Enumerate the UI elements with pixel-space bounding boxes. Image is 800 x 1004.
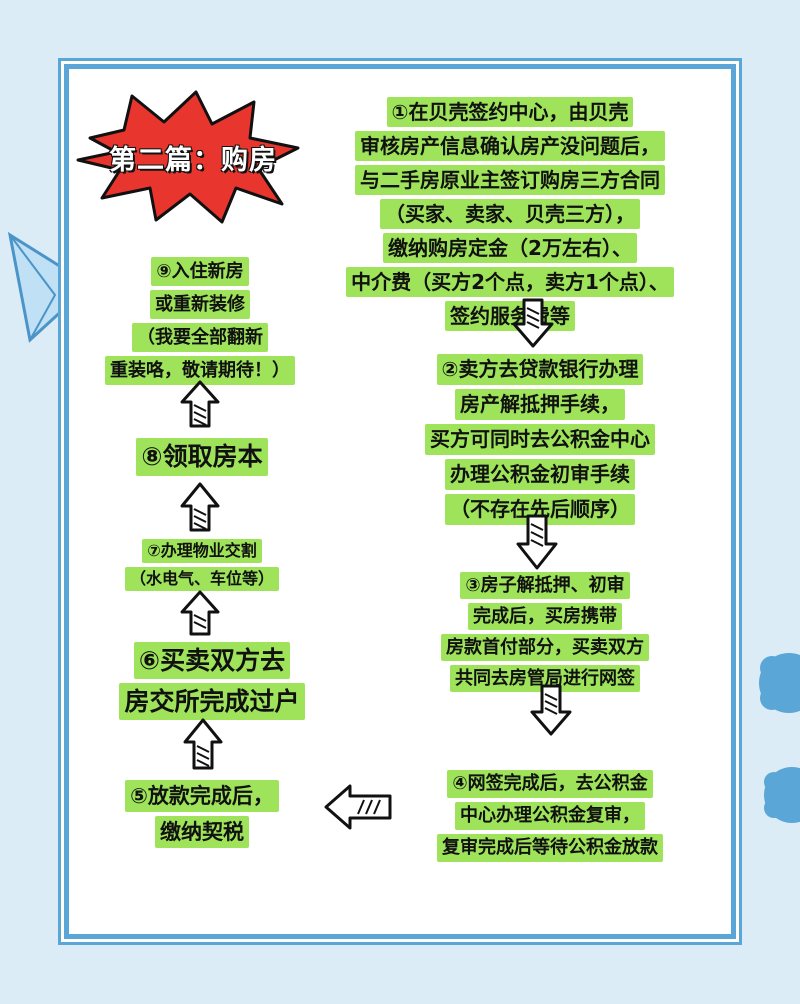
step-line: ⑥买卖双方去 (92, 640, 332, 681)
step-line: 缴纳购房定金（2万左右）、 (300, 231, 720, 265)
step-line: （我要全部翻新 (80, 321, 320, 354)
step-line-text: ①在贝壳签约中心，由贝壳 (386, 97, 634, 127)
step-line: 签约服务费等 (300, 299, 720, 333)
step-line: 房产解抵押手续， (370, 387, 710, 422)
step-line: ⑨入住新房 (80, 255, 320, 288)
step-line-text: 房交所完成过户 (119, 683, 305, 720)
hatched-arrow-up-icon (180, 590, 220, 636)
hatched-arrow-up-icon (180, 482, 220, 532)
step-line-text: ②卖方去贷款银行办理 (436, 354, 644, 385)
cloud-decoration-icon (759, 653, 800, 713)
step-line: 缴纳契税 (92, 814, 312, 850)
step-7-property-handover: ⑦办理物业交割 （水电气、车位等） (92, 537, 312, 593)
step-line-text: 重装咯，敬请期待！） (105, 356, 295, 385)
step-line-text: （水电气、车位等） (124, 567, 279, 591)
step-line-text: ⑦办理物业交割 (142, 539, 262, 563)
step-line: 中介费（买方2个点，卖方1个点）、 (300, 265, 720, 299)
step-line: 重装咯，敬请期待！） (80, 354, 320, 387)
step-line-text: 签约服务费等 (445, 301, 575, 331)
step-2-release-mortgage: ②卖方去贷款银行办理房产解抵押手续，买方可同时去公积金中心办理公积金初审手续（不… (370, 352, 710, 527)
step-line: ④网签完成后，去公积金 (385, 768, 715, 800)
step-line: ⑧领取房本 (92, 436, 312, 478)
hatched-arrow-left-icon (324, 784, 392, 830)
hatched-arrow-down-icon (512, 298, 554, 348)
hatched-arrow-down-icon (530, 684, 572, 736)
step-line-text: 办理公积金初审手续 (445, 459, 635, 490)
step-line-text: 审核房产信息确认房产没问题后， (355, 131, 665, 161)
step-line-text: ⑧领取房本 (136, 438, 268, 476)
step-line-text: ③房子解抵押、初审 (460, 572, 630, 599)
step-9-move-in: ⑨入住新房或重新装修 （我要全部翻新重装咯，敬请期待！） (80, 255, 320, 387)
step-line: 与二手房原业主签订购房三方合同 (300, 163, 720, 197)
step-line-text: 复审完成后等待公积金放款 (437, 834, 663, 862)
step-line-text: 缴纳购房定金（2万左右）、 (383, 233, 637, 263)
step-line: 审核房产信息确认房产没问题后， (300, 129, 720, 163)
step-line: 办理公积金初审手续 (370, 457, 710, 492)
step-line-text: ⑤放款完成后， (125, 780, 279, 812)
step-line-text: （买家、卖家、贝壳三方）， (380, 199, 640, 229)
step-line-text: 中介费（买方2个点，卖方1个点）、 (346, 267, 674, 297)
step-line-text: 房款首付部分，买卖双方 (441, 634, 649, 661)
step-line-text: ④网签完成后，去公积金 (447, 770, 653, 798)
step-line-text: ⑥买卖双方去 (133, 642, 291, 679)
step-line: 或重新装修 (80, 288, 320, 321)
step-1-sign-contract: ①在贝壳签约中心，由贝壳审核房产信息确认房产没问题后， 与二手房原业主签订购房三方… (300, 95, 720, 333)
step-8-collect-deed: ⑧领取房本 (92, 436, 312, 478)
step-line: 中心办理公积金复审， (385, 800, 715, 832)
step-line-text: 缴纳契税 (155, 816, 249, 848)
step-line-text: 与二手房原业主签订购房三方合同 (355, 165, 665, 195)
step-line-text: 买方可同时去公积金中心 (425, 424, 655, 455)
step-line: 买方可同时去公积金中心 (370, 422, 710, 457)
step-line-text: ⑨入住新房 (151, 257, 249, 286)
page-title: 第二篇：购房 (109, 145, 277, 176)
step-3-online-signing: ③房子解抵押、初审完成后，买房携带房款首付部分，买卖双方共同去房管局进行网签 (380, 570, 710, 694)
step-line: ⑦办理物业交割 (92, 537, 312, 565)
cloud-decoration-icon (764, 767, 800, 823)
explosion-burst-icon (76, 90, 300, 224)
step-6-transfer-ownership: ⑥买卖双方去房交所完成过户 (92, 640, 332, 722)
step-line: 房款首付部分，买卖双方 (380, 632, 710, 663)
step-line: 房交所完成过户 (92, 681, 332, 722)
hatched-arrow-down-icon (516, 514, 558, 570)
step-line: （水电气、车位等） (92, 565, 312, 593)
step-line: ⑤放款完成后， (92, 778, 312, 814)
step-line: 复审完成后等待公积金放款 (385, 832, 715, 864)
step-5-pay-deed-tax: ⑤放款完成后， 缴纳契税 (92, 778, 312, 850)
hatched-arrow-up-icon (180, 380, 220, 428)
step-4-fund-review: ④网签完成后，去公积金中心办理公积金复审， 复审完成后等待公积金放款 (385, 768, 715, 864)
step-line-text: 中心办理公积金复审， (455, 802, 645, 830)
step-line: （买家、卖家、贝壳三方）， (300, 197, 720, 231)
step-line: ③房子解抵押、初审 (380, 570, 710, 601)
paper-plane-icon (7, 231, 92, 343)
step-line-text: 完成后，买房携带 (468, 603, 622, 630)
step-line: 完成后，买房携带 (380, 601, 710, 632)
step-line-text: 房产解抵押手续， (455, 389, 625, 420)
step-line: ①在贝壳签约中心，由贝壳 (300, 95, 720, 129)
hatched-arrow-up-icon (183, 718, 223, 770)
step-line-text: 或重新装修 (150, 290, 250, 319)
step-line: ②卖方去贷款银行办理 (370, 352, 710, 387)
step-line-text: （我要全部翻新 (132, 323, 268, 352)
